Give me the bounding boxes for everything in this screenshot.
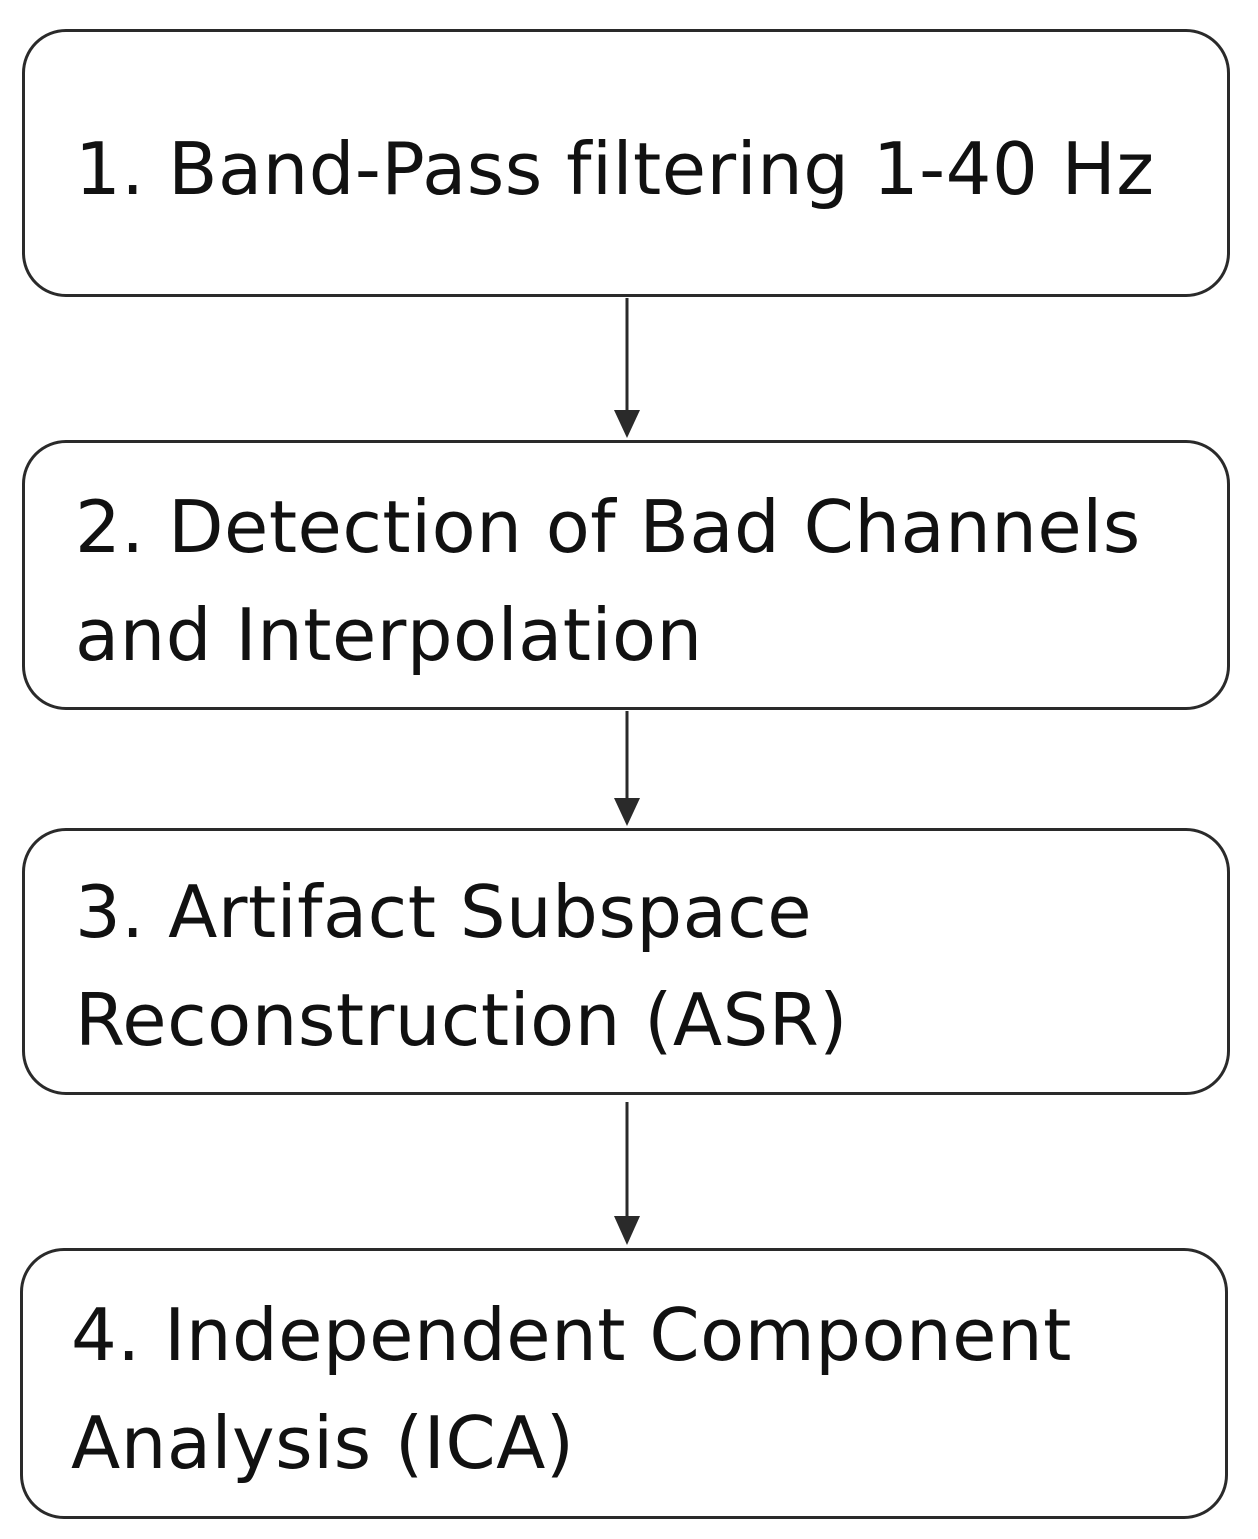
step-2-label: 2. Detection of Bad Channels and Interpo…	[75, 485, 1141, 677]
arrow-2-to-3	[614, 711, 640, 826]
step-3-label: 3. Artifact Subspace Reconstruction (ASR…	[75, 870, 848, 1062]
step-2-box: 2. Detection of Bad Channels and Interpo…	[22, 440, 1230, 710]
arrow-1-to-2	[614, 298, 640, 438]
step-3-box: 3. Artifact Subspace Reconstruction (ASR…	[22, 828, 1230, 1095]
step-4-box: 4. Independent Component Analysis (ICA)	[20, 1248, 1228, 1519]
arrow-3-to-4	[614, 1102, 640, 1245]
step-4-label: 4. Independent Component Analysis (ICA)	[71, 1293, 1072, 1485]
step-1-label: 1. Band-Pass filtering 1-40 Hz	[75, 127, 1155, 211]
step-1-box: 1. Band-Pass filtering 1-40 Hz	[22, 29, 1230, 297]
